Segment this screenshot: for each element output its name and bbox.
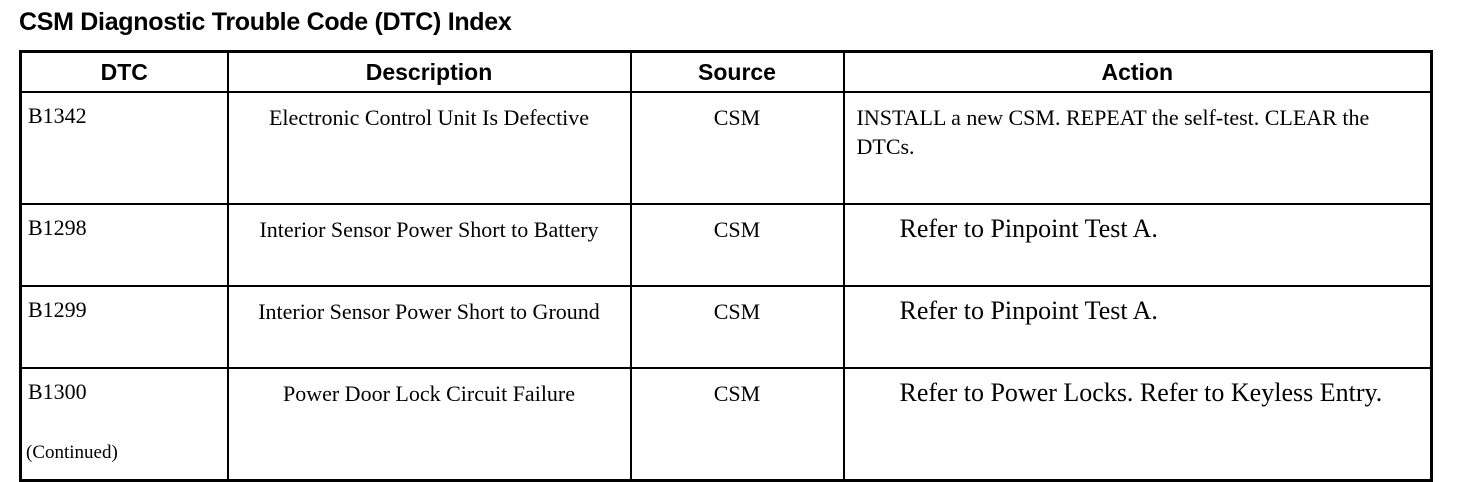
dtc-code-cell: B1299 — [19, 285, 229, 369]
continued-note: (Continued) — [26, 442, 118, 463]
page-title: CSM Diagnostic Trouble Code (DTC) Index — [19, 8, 512, 36]
dtc-code-cell: B1300 — [19, 367, 229, 482]
column-header-description: Description — [226, 50, 632, 93]
table-row: B1300 Power Door Lock Circuit Failure CS… — [19, 367, 1433, 482]
source-cell: CSM — [629, 203, 845, 287]
description-cell: Interior Sensor Power Short to Ground — [226, 285, 632, 369]
source-cell: CSM — [629, 91, 845, 205]
description-cell: Electronic Control Unit Is Defective — [226, 91, 632, 205]
dtc-index-table: DTC Description Source Action B1342 Elec… — [19, 50, 1433, 482]
column-header-source: Source — [629, 50, 845, 93]
table-row: B1342 Electronic Control Unit Is Defecti… — [19, 91, 1433, 205]
table-row: B1298 Interior Sensor Power Short to Bat… — [19, 203, 1433, 287]
action-cell: INSTALL a new CSM. REPEAT the self-test.… — [842, 91, 1433, 205]
description-cell: Interior Sensor Power Short to Battery — [226, 203, 632, 287]
action-cell: Refer to Power Locks. Refer to Keyless E… — [842, 367, 1433, 482]
column-header-action: Action — [842, 50, 1433, 93]
dtc-code-cell: B1298 — [19, 203, 229, 287]
source-cell: CSM — [629, 285, 845, 369]
dtc-code-cell: B1342 — [19, 91, 229, 205]
table-row: B1299 Interior Sensor Power Short to Gro… — [19, 285, 1433, 369]
action-cell: Refer to Pinpoint Test A. — [842, 285, 1433, 369]
action-cell: Refer to Pinpoint Test A. — [842, 203, 1433, 287]
table-header-row: DTC Description Source Action — [19, 50, 1433, 93]
source-cell: CSM — [629, 367, 845, 482]
column-header-dtc: DTC — [19, 50, 229, 93]
description-cell: Power Door Lock Circuit Failure — [226, 367, 632, 482]
